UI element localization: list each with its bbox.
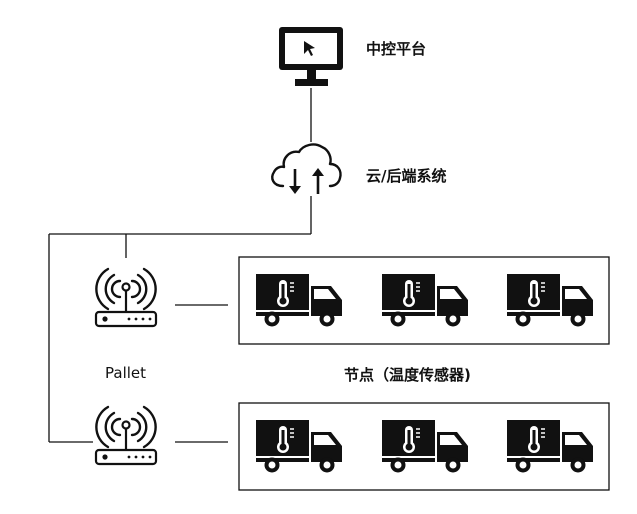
refrigerated-truck-icon [381, 273, 469, 328]
cloud-label: 云/后端系统 [366, 167, 447, 185]
refrigerated-truck-icon [255, 273, 343, 328]
node-group-top [238, 256, 610, 345]
refrigerated-truck-icon [506, 419, 594, 474]
cloud-sync-icon [271, 143, 342, 194]
platform-label: 中控平台 [366, 40, 427, 58]
monitor-icon [279, 27, 343, 86]
refrigerated-truck-icon [506, 273, 594, 328]
connection-lines [48, 88, 312, 443]
refrigerated-truck-icon [381, 419, 469, 474]
pallet-label: Pallet [105, 364, 147, 382]
wireless-router-icon [94, 405, 158, 466]
node-group-bottom [238, 402, 610, 491]
nodes-label: 节点（温度传感器) [344, 366, 471, 384]
refrigerated-truck-icon [255, 419, 343, 474]
wireless-router-icon [94, 267, 158, 328]
